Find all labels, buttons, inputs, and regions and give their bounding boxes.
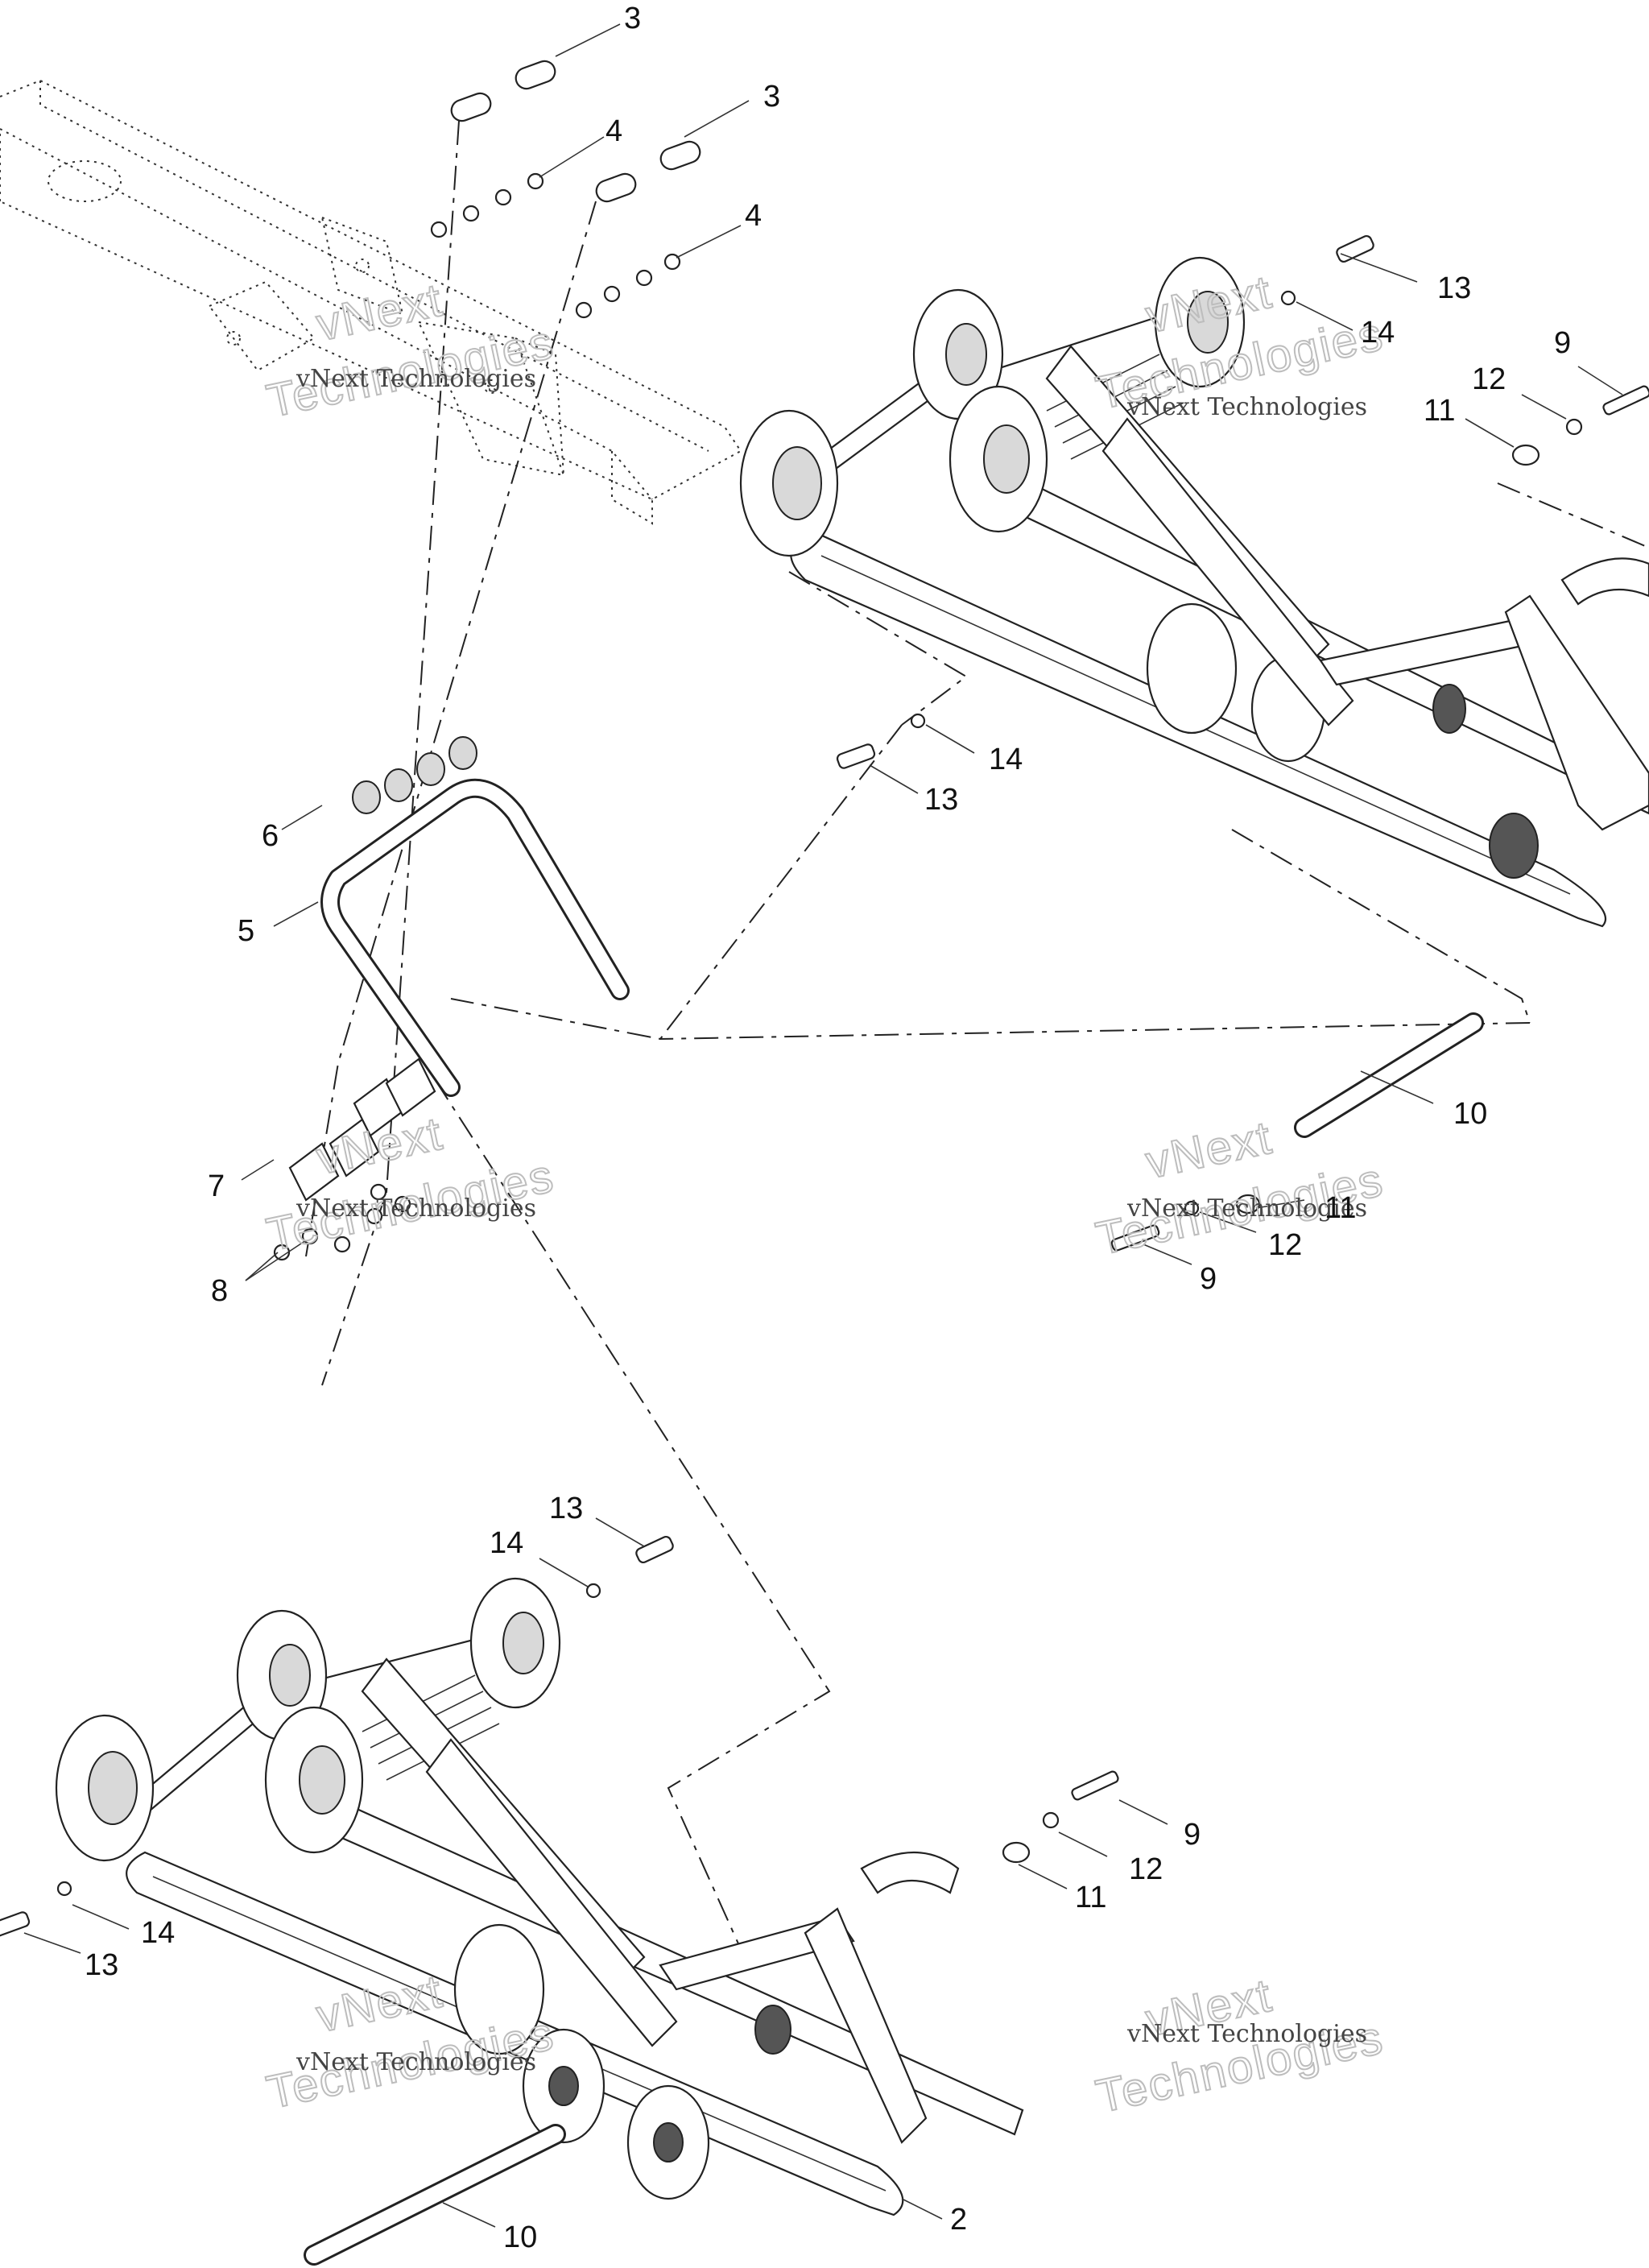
callout-9-middle: 9 <box>1200 1262 1217 1296</box>
callout-11-upper-right: 11 <box>1424 394 1455 428</box>
callout-14-lower-left: 14 <box>141 1916 175 1950</box>
watermark-1-text: vNext Technologies <box>295 365 536 393</box>
callout-12-lower: 12 <box>1129 1852 1163 1886</box>
stabilizer-bar <box>320 778 630 1097</box>
callout-14-upper-left: 14 <box>989 743 1023 776</box>
callout-leaders <box>23 23 1623 2228</box>
watermark-1: vNext Technologies <box>262 273 560 428</box>
clamps-and-nuts <box>273 1057 436 1261</box>
callout-13-upper-right: 13 <box>1437 271 1471 305</box>
callout-3-second: 3 <box>763 80 780 114</box>
callout-13-upper-left: 13 <box>924 783 958 817</box>
callout-13-lower-left: 13 <box>85 1948 118 1982</box>
callout-9-lower: 9 <box>1184 1818 1201 1852</box>
callout-11-lower: 11 <box>1075 1881 1106 1914</box>
callout-6: 6 <box>262 819 279 853</box>
callout-14-lower: 14 <box>490 1526 523 1560</box>
upper-suspension-assembly <box>739 256 1649 928</box>
callout-14-upper-right: 14 <box>1361 316 1395 350</box>
callout-8: 8 <box>211 1274 228 1308</box>
callout-9-upper-right: 9 <box>1554 326 1571 360</box>
callout-4-top: 4 <box>605 114 622 148</box>
watermark-6-text: vNext Technologies <box>1126 2020 1367 2048</box>
watermark-2-text: vNext Technologies <box>1126 393 1367 421</box>
lower-suspension-assembly <box>55 1577 1024 2216</box>
chassis-frame <box>0 79 742 525</box>
callout-5: 5 <box>238 914 254 948</box>
frame-hardware <box>430 60 701 319</box>
upper-hardware <box>836 234 1649 1252</box>
callout-13-lower: 13 <box>549 1492 583 1525</box>
callout-10-upper: 10 <box>1453 1097 1487 1131</box>
callout-12-middle: 12 <box>1268 1228 1302 1262</box>
watermark-4-text: vNext Technologies <box>1126 1194 1367 1223</box>
callout-7: 7 <box>208 1169 225 1203</box>
callout-10-lower: 10 <box>503 2220 537 2254</box>
callout-4-second: 4 <box>745 199 762 233</box>
watermark-5-text: vNext Technologies <box>295 2048 536 2076</box>
bushings <box>352 736 477 814</box>
callout-3-top: 3 <box>624 2 641 35</box>
callout-11-middle: 11 <box>1325 1191 1356 1225</box>
svg-text:vNext: vNext <box>1141 1111 1276 1189</box>
callout-numbers: 3 3 4 4 13 14 9 12 11 14 13 6 5 10 7 8 1… <box>85 2 1571 2254</box>
svg-text:vNext: vNext <box>312 1107 447 1185</box>
watermark-3-text: vNext Technologies <box>295 1194 536 1223</box>
callout-12-upper-right: 12 <box>1472 362 1506 396</box>
lower-hardware <box>0 1535 1119 2266</box>
callout-2: 2 <box>950 2203 967 2237</box>
